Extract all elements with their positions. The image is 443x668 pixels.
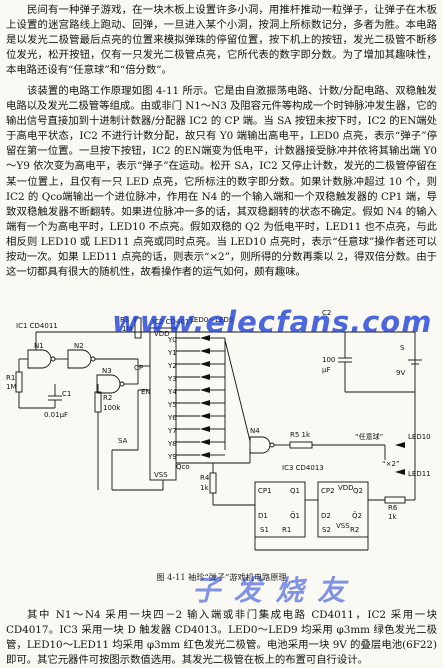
label-ffr2: R2 [350,526,359,534]
label-r6: R6 [388,504,398,512]
label-r3: R3 [120,316,129,324]
label-d1: D1 [258,512,268,520]
label-bat: 9V [396,369,405,377]
label-ic1: IC1 CD4011 [16,322,58,330]
label-c2-unit: μF [322,366,330,374]
label-y0: Y0 [167,336,177,344]
label-n2: N2 [74,342,84,350]
label-renyi: “任意球” [355,432,383,441]
label-q2: Q2 [353,487,363,495]
figure-caption: 图 4-11 袖珍“弹子”游戏机电路原理 [156,572,287,582]
label-r4: R4 [200,474,210,482]
label-s2: S2 [322,526,331,534]
label-c1-val: 0.01μF [44,411,68,419]
label-q1b: Q̄1 [290,511,300,520]
label-r5: R5 1k [290,431,311,439]
circuit-diagram: IC1 CD4011 N1 N2 N3 R1 1M C1 0.01μF R2 1… [6,309,431,551]
label-r6-val: 1k [388,513,397,521]
label-vdd: VDD [154,330,170,338]
label-y2: Y2 [167,362,177,370]
label-led11: LED11 [408,470,431,478]
label-y7: Y7 [167,427,177,435]
label-sa: SA [118,437,128,445]
label-q2b: Q̄2 [352,511,362,520]
label-ffvss: VSS [336,522,350,530]
label-r4-val: 1k [200,484,209,492]
label-c2: C2 [322,309,331,317]
label-r3-val: 1M [122,325,133,333]
label-c1: C1 [62,390,71,398]
label-y6: Y6 [167,414,177,422]
label-cp1: CP1 [258,487,272,495]
label-r1: R1 [6,374,15,382]
label-s1: S1 [260,526,269,534]
label-n1: N1 [34,342,44,350]
watermark-url: www.elecfans.com [112,305,433,339]
label-y1: Y1 [167,349,177,357]
label-r2: R2 [103,394,112,402]
label-ffr1: R1 [282,526,291,534]
label-y3: Y3 [167,375,177,383]
label-q1: Q1 [290,487,300,495]
label-cp2: CP2 [321,487,335,495]
label-qco: Qco [176,463,190,471]
label-y5: Y5 [167,401,177,409]
label-cp: CP [134,364,143,372]
paragraph-principle: 该装置的电路工作原理如图 4-11 所示。它是由自激振荡电路、计数/分配电路、双… [6,85,437,279]
label-y9: Y9 [167,453,177,461]
watermark-bottom: 子 发 烧 友 [192,574,348,607]
label-r1-val: 1M [6,383,17,391]
paragraph-intro: 民间有一种弹子游戏，在一块木板上设置许多小洞，用推杆推动一粒弹子，让弹子在木板上… [6,4,437,77]
label-vss: VSS [154,471,168,479]
label-d2: D2 [321,512,331,520]
label-n3: N3 [102,367,112,375]
label-y4: Y4 [167,388,177,396]
label-ffvdd: VDD [338,484,354,492]
label-r2-val: 100k [103,404,121,412]
label-led10: LED10 [408,433,431,441]
label-en: EN [141,388,151,396]
label-y8: Y8 [167,440,177,448]
paragraph-components: 其中 N1～N4 采用一块四－2 输入端或非门集成电路 CD4011，IC2 采… [6,609,437,667]
label-c2-val: 100 [322,356,335,364]
label-s: S [400,344,405,352]
label-leds: LED0～LED9 [190,316,233,324]
label-x2: “×2” [382,460,400,468]
label-ic3: IC3 CD4013 [282,464,324,472]
label-ic2: IC2 CD4017 [152,318,194,326]
label-n4: N4 [250,427,260,435]
